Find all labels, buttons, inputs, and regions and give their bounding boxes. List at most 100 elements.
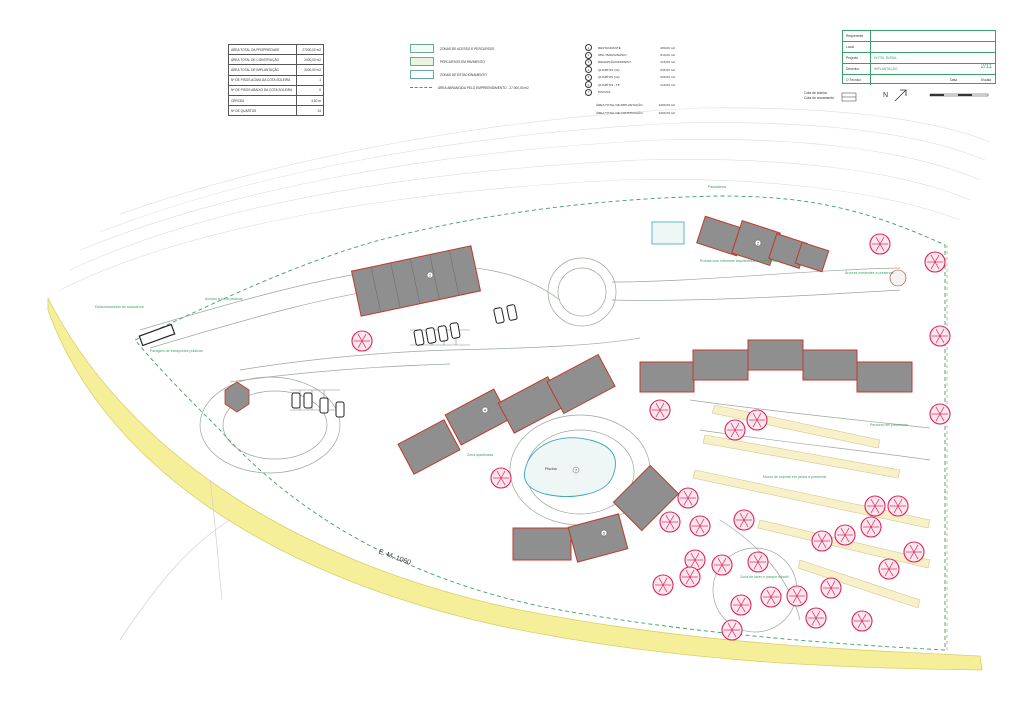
total-value: 2400,00 m2 [658,103,675,108]
building-number: 7 [585,88,592,96]
label-estacionamento: Estacionamento de autocarros [95,305,144,309]
building-block [639,361,695,393]
area-value: 2400,00 m2 [296,64,324,76]
roof-ridge [429,254,440,300]
label-ruinas: Ruínas com interesse arquitectónico a pr… [700,259,778,263]
building-block [397,419,461,475]
car-icon [425,327,437,344]
car-icon [319,397,329,414]
tree-icon [689,515,711,537]
svg-text:7: 7 [575,468,578,473]
car-icon [493,307,505,324]
legend-label: ZONAS DE ESTACIONAMENTO [440,72,487,77]
cars [291,304,518,418]
area-value: 2400,00 m2 [296,54,324,66]
building-area: 635,00 m2 [660,67,675,72]
parking-lines [290,329,470,411]
tree-icon [721,619,743,641]
site-paths [139,257,931,633]
buildings [350,215,913,563]
north-label: N [883,92,889,99]
tree-icon [733,509,755,531]
sheet-number: 2/11 [980,64,992,70]
building-number: 1 [585,44,592,52]
building-block [747,339,804,371]
building-block [612,464,680,532]
tree-icon [649,399,671,421]
building-area: 620,00 m2 [660,75,675,80]
tree-icon [684,549,706,571]
svg-text:1: 1 [429,273,432,278]
tree-icon [903,541,925,563]
area-label: ÁREA TOTAL DE CONSTRUÇÃO [228,54,297,66]
building-name: PISCINA [598,90,611,95]
car-icon [437,325,449,342]
tree-icon [679,566,701,588]
svg-text:4: 4 [484,408,487,413]
tree-icon [811,530,833,552]
building-number: 2 [585,51,592,59]
building-area: 280,00 m2 [660,45,675,50]
car-icon [291,392,301,409]
building-block [692,349,749,381]
area-value: 1 [296,74,324,86]
tree-icon [851,610,873,632]
building-total: ÁREA TOTAL DE CONSTRUÇÃO 2400,00 m2 [585,109,675,116]
building-block [546,353,616,415]
label-paragem: Paragem de transportes públicos [150,349,203,353]
area-value: 24 [296,105,324,117]
svg-text:5: 5 [603,531,606,536]
tree-icon [860,516,882,538]
tree-icon [869,233,891,255]
legend-item: PERCURSOS EM PAVIMENTO [410,55,530,68]
tree-icon [652,574,674,596]
building-block [444,388,511,446]
site-labels: Passadeira Acesso à zona pedonal Estacio… [95,185,908,579]
car-icon [413,329,425,346]
bus-stop [138,323,176,347]
area-label: Nº DE PISOS ABAIXO DA COTA SOLEIRA [228,84,297,96]
area-value: 27000,00 m2 [296,43,324,56]
svg-text:2: 2 [757,241,760,246]
building-name: QUARTOS - T5 [598,82,620,87]
building-name: SPA / BAR/GINÁSIO [598,53,627,58]
area-label: Nº DE PISOS ACIMA DA COTA SOLEIRA [228,74,297,86]
tree-icon [351,330,373,352]
tree-icon [746,409,768,431]
gazebo [224,381,250,413]
building-block [350,245,482,317]
tree-icon [805,607,827,629]
swimming-pool [523,437,616,497]
label-acesso-pedonal: Acesso à zona pedonal [205,297,243,301]
road-label: E. M. 1060 [377,549,411,567]
label-percurso: Percurso em pavimento [870,423,908,427]
total-value: 2400,00 m2 [658,110,675,115]
area-label: Nº DE QUARTOS [228,105,297,117]
building-block [567,513,629,563]
total-label: ÁREA TOTAL DE CONSTRUÇÃO [596,110,643,115]
legend-boundary: ÁREA ABRANGIDA PELO EMPREENDIMENTO - 27.… [410,81,530,94]
car-icon [449,322,461,339]
building-name: QUARTOS (12) [598,75,620,80]
tree-icon [711,554,733,576]
legend-label: PERCURSOS EM PAVIMENTO [440,59,485,64]
scale-labels: Cota de soleira Cota do arruamento [804,91,835,100]
scale-bar [929,93,989,97]
building-name: QUARTOS (12) [598,67,620,72]
building-number: 3 [585,58,592,66]
roof-ridge [390,262,401,308]
building-block [512,527,572,561]
